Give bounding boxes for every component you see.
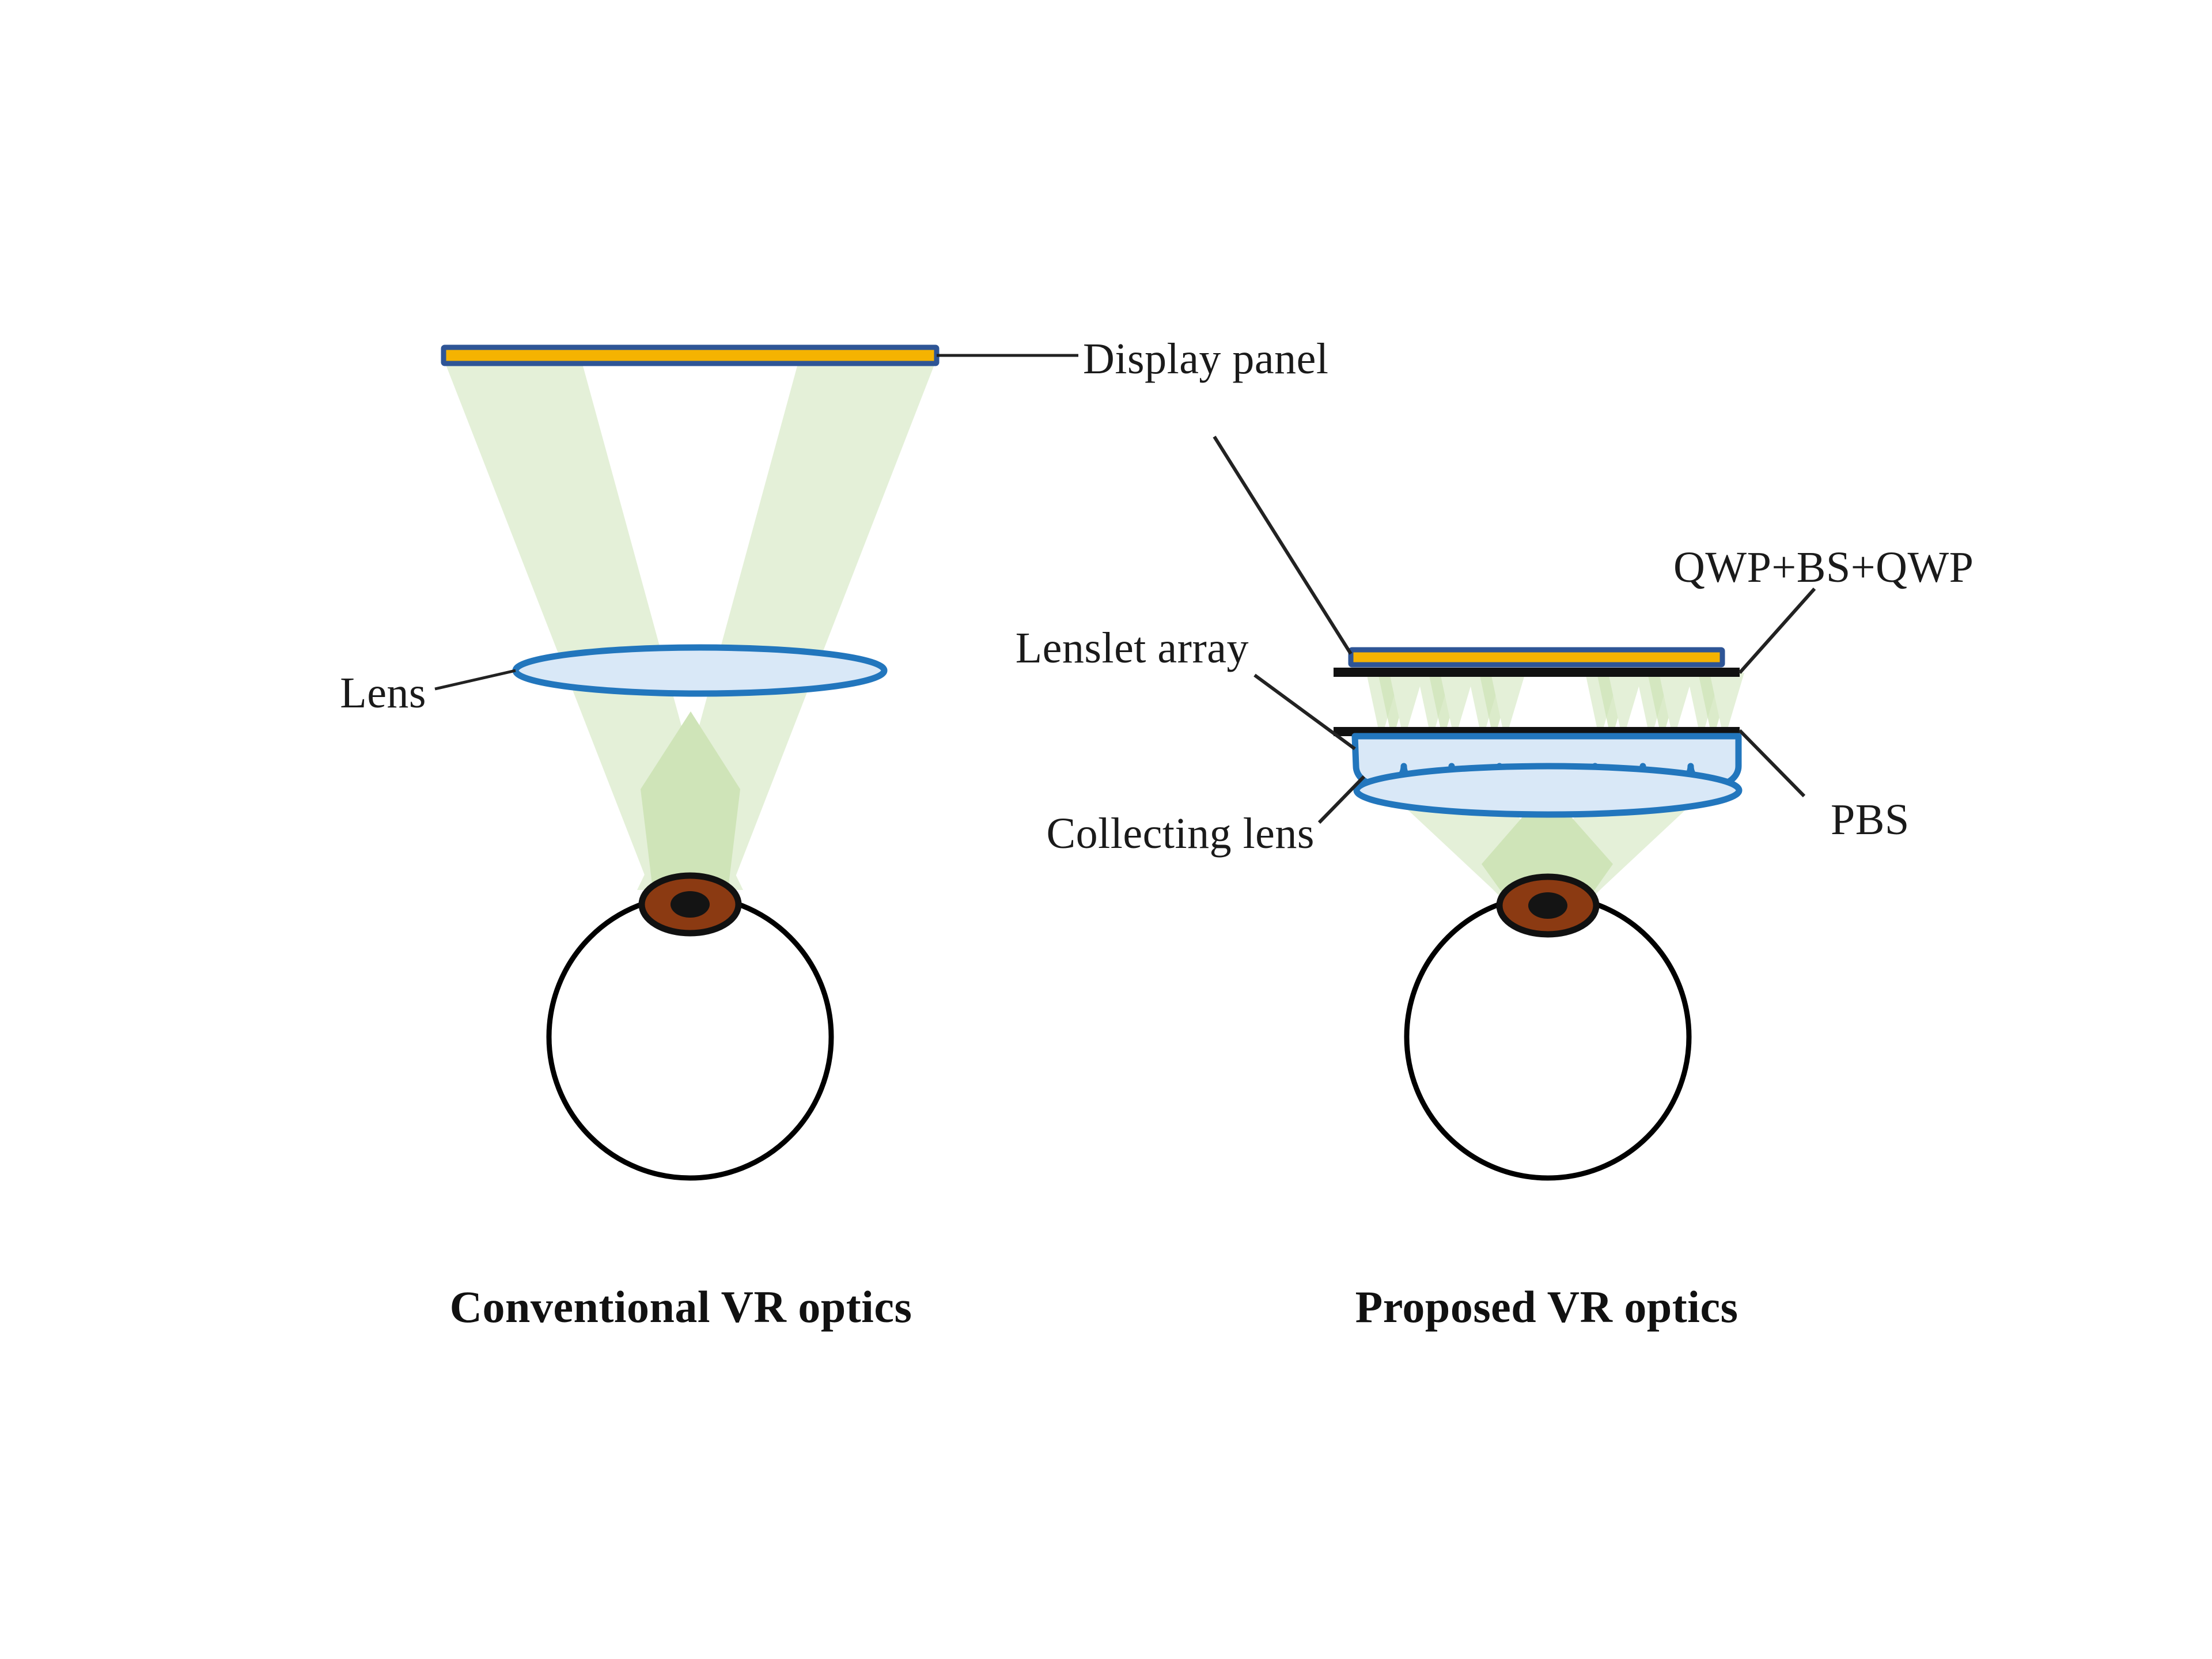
right-eye bbox=[1404, 873, 1692, 1181]
beam-overlap-right bbox=[1482, 789, 1613, 909]
leader-lens bbox=[434, 669, 516, 691]
leader-collecting-lens bbox=[1317, 775, 1366, 824]
left-eye bbox=[546, 872, 834, 1181]
lens-ellipse bbox=[512, 644, 888, 697]
left-lens[interactable] bbox=[512, 644, 888, 697]
collecting-lens[interactable] bbox=[1353, 763, 1743, 818]
right-panel-proposed: Proposed VR optics bbox=[1213, 435, 1816, 1332]
eyeball bbox=[1404, 893, 1692, 1181]
right-beamlet-array bbox=[1366, 673, 1744, 727]
leader-qwp-bs-qwp bbox=[1738, 588, 1816, 674]
label-lens: Lens bbox=[340, 669, 426, 717]
leader-lenslet-array bbox=[1253, 673, 1356, 751]
collecting-lens-ellipse bbox=[1353, 763, 1743, 818]
beam-overlap bbox=[641, 711, 740, 899]
label-collecting-lens: Collecting lens bbox=[1046, 809, 1315, 858]
pupil bbox=[1528, 892, 1567, 919]
caption-right: Proposed VR optics bbox=[1355, 1282, 1738, 1332]
qwp-bs-qwp-bar[interactable] bbox=[1334, 668, 1740, 677]
label-lenslet-array: Lenslet array bbox=[1016, 624, 1249, 672]
label-display-panel: Display panel bbox=[1083, 335, 1329, 383]
display-panel-border bbox=[441, 344, 940, 366]
pupil bbox=[671, 891, 710, 918]
label-qwp-bs-qwp: QWP+BS+QWP bbox=[1673, 543, 1974, 592]
caption-left: Conventional VR optics bbox=[450, 1282, 912, 1332]
right-display-panel[interactable] bbox=[1348, 647, 1725, 668]
left-display-panel[interactable] bbox=[441, 344, 940, 366]
left-panel-conventional: Conventional VR optics bbox=[434, 344, 1078, 1332]
label-pbs: PBS bbox=[1831, 796, 1910, 844]
leader-pbs bbox=[1738, 729, 1806, 798]
left-light-beams bbox=[445, 362, 935, 899]
leader-display-panel-right bbox=[1213, 435, 1353, 655]
display-panel-border bbox=[1348, 647, 1725, 668]
eyeball bbox=[546, 893, 834, 1181]
